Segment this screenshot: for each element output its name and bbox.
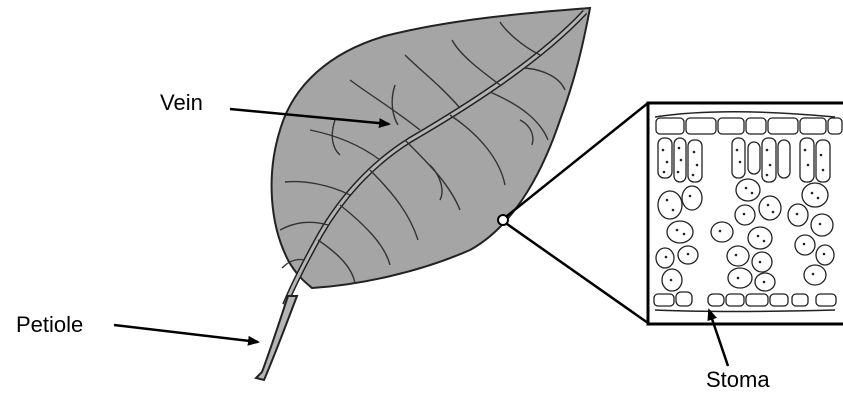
- petiole-stalk: [256, 296, 297, 380]
- stoma-label: Stoma: [706, 369, 770, 391]
- petiole-arrow: [114, 325, 258, 342]
- vein-label: Vein: [160, 92, 203, 114]
- zoom-point: [498, 215, 508, 225]
- petiole-label: Petiole: [16, 314, 83, 336]
- leaf-cross-section: [648, 103, 843, 324]
